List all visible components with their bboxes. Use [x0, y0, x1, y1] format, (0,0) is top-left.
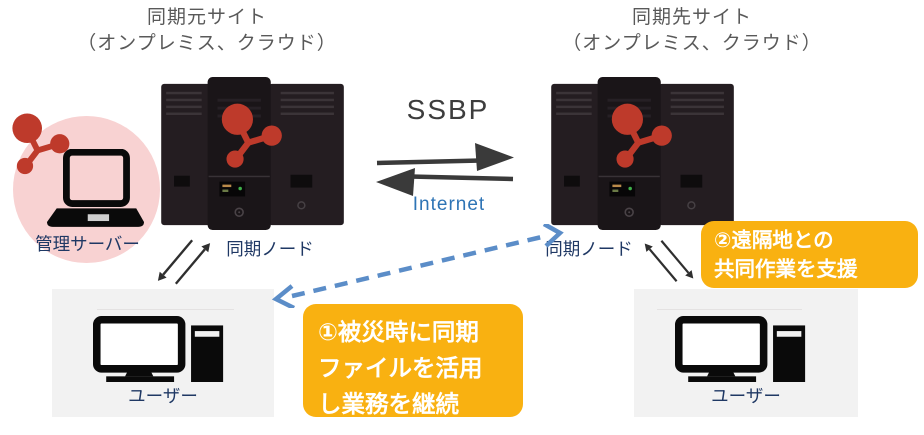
source-site-title-line2: （オンプレミス、クラウド） — [77, 33, 337, 55]
target-site-title-line1: 同期先サイト — [631, 7, 752, 28]
dashed-link-arrow-icon — [271, 224, 564, 308]
diagonal-sync-arrow-icon — [149, 233, 219, 291]
disaster-recovery-line1: ①被災時に同期 — [318, 319, 479, 345]
molecule-icon — [5, 106, 79, 186]
source-site-title: 同期元サイト （オンプレミス、クラウド） — [48, 5, 366, 57]
disaster-recovery-line2: ファイルを活用 — [318, 355, 483, 382]
remote-collaboration-line1: ②遠隔地との — [714, 229, 834, 252]
target-sync-node-label: 同期ノード — [545, 239, 633, 259]
desktop-pc-icon — [673, 316, 809, 382]
divider — [657, 309, 802, 310]
target-site-title-line2: （オンプレミス、クラウド） — [562, 33, 822, 55]
admin-server-label: 管理サーバー — [35, 234, 140, 254]
molecule-icon — [214, 97, 292, 179]
protocol-label: SSBP — [406, 94, 490, 125]
internet-label: Internet — [412, 194, 486, 215]
sync-arrow-icon — [374, 142, 516, 198]
admin-server-highlight-circle — [13, 116, 160, 263]
molecule-icon — [604, 97, 682, 179]
disaster-recovery-callout: ①被災時に同期 ファイルを活用 し業務を継続 — [303, 304, 523, 417]
remote-collaboration-callout: ②遠隔地との 共同作業を支援 — [701, 221, 918, 288]
remote-collaboration-line2: 共同作業を支援 — [714, 258, 858, 282]
target-site-title: 同期先サイト （オンプレミス、クラウド） — [533, 5, 851, 57]
diagonal-sync-arrow-icon — [637, 234, 701, 288]
source-sync-node-label: 同期ノード — [226, 239, 314, 259]
divider — [97, 309, 234, 310]
desktop-pc-icon — [91, 316, 227, 382]
disaster-recovery-line3: し業務を継続 — [318, 391, 459, 418]
source-user-label: ユーザー — [128, 386, 198, 406]
target-user-label: ユーザー — [711, 386, 781, 406]
source-site-title-line1: 同期元サイト — [146, 7, 267, 28]
